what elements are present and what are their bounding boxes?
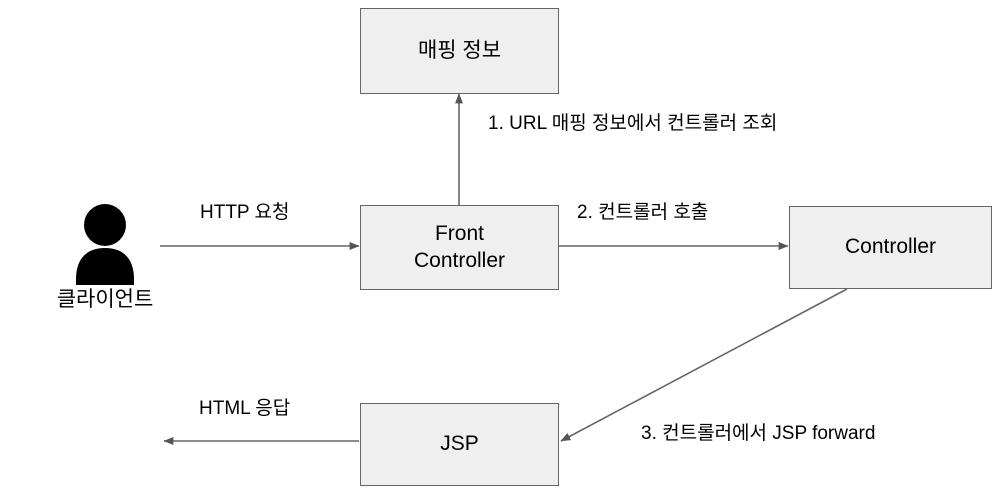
edge-label-step-1: 1. URL 매핑 정보에서 컨트롤러 조회	[488, 113, 778, 134]
node-controller[interactable]: Controller	[789, 206, 992, 289]
edge-label-html-response: HTML 응답	[199, 398, 291, 419]
edge-label-step-3: 3. 컨트롤러에서 JSP forward	[641, 423, 876, 444]
client-person-icon	[76, 204, 134, 285]
client-label: 클라이언트	[56, 288, 154, 311]
node-jsp[interactable]: JSP	[360, 403, 559, 486]
edge-jsp-forward	[560, 288, 848, 442]
edge-label-step-2: 2. 컨트롤러 호출	[577, 202, 709, 223]
node-front-controller[interactable]: Front Controller	[360, 205, 559, 290]
node-mapping-info[interactable]: 매핑 정보	[360, 8, 559, 94]
edge-label-http-request: HTTP 요청	[200, 202, 290, 223]
